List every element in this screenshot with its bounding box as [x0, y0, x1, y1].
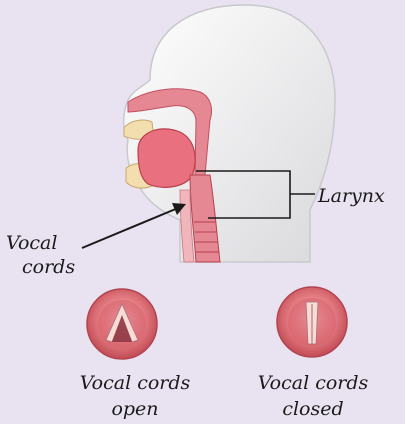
- vocal-cords-closed-illustration: [277, 287, 347, 357]
- vocal-cords-label-line1: Vocal: [6, 232, 57, 254]
- vocal-cords-arrow-line: [82, 208, 178, 248]
- caption-closed-line2: closed: [238, 398, 388, 420]
- caption-closed-line1: Vocal cords: [238, 372, 388, 394]
- caption-open-line1: Vocal cords: [64, 372, 206, 394]
- larynx-label: Larynx: [318, 185, 385, 207]
- caption-open-line2: open: [64, 398, 206, 420]
- tongue: [138, 129, 195, 187]
- vocal-cords-label-line2: cords: [22, 256, 75, 278]
- vocal-cords-open-illustration: [87, 289, 157, 359]
